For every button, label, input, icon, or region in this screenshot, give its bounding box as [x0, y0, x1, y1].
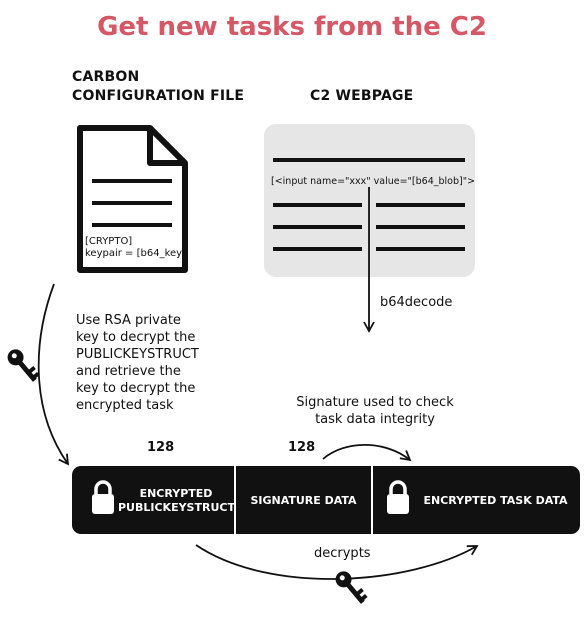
rsa-explanation-line: key to decrypt the [76, 330, 196, 345]
signature-note-line1: Signature used to check [296, 395, 454, 410]
lock-icon [92, 480, 114, 514]
file-content-line2: keypair = [b64_key] [85, 248, 186, 259]
b64decode-label: b64decode [380, 295, 453, 310]
key-icon [7, 349, 40, 382]
size-label-signature: 128 [288, 440, 316, 455]
signature-note-line2: task data integrity [315, 412, 435, 427]
file-content-line1: [CRYPTO] [85, 236, 133, 247]
segment-encrypted-publickeystruct: ENCRYPTED PUBLICKEYSTRUCT [118, 487, 235, 515]
rsa-explanation-line: Use RSA private [76, 313, 181, 328]
encrypted-blob-bar [72, 466, 580, 534]
segment-label-line2: PUBLICKEYSTRUCT [118, 501, 235, 514]
carbon-config-heading-line1: CARBON [72, 69, 140, 85]
rsa-explanation: Use RSA private key to decrypt the PUBLI… [76, 312, 199, 414]
segment-encrypted-task-data: ENCRYPTED TASK DATA [423, 494, 568, 507]
signature-note: Signature used to check task data integr… [280, 394, 470, 428]
diagram-title: Get new tasks from the C2 [97, 12, 487, 42]
config-file-icon [77, 125, 188, 273]
webpage-input-text: [<input name="xxx" value="[b64_blob]"> [271, 176, 476, 187]
file-content: [CRYPTO] keypair = [b64_key] [85, 236, 186, 260]
rsa-explanation-line: key to decrypt the [76, 381, 196, 396]
rsa-explanation-line: and retrieve the [76, 364, 181, 379]
decrypts-label: decrypts [314, 546, 371, 561]
rsa-explanation-line: PUBLICKEYSTRUCT [76, 347, 199, 362]
key-icon [335, 571, 368, 604]
segment-signature-data: SIGNATURE DATA [250, 494, 357, 507]
signature-check-arrow [322, 444, 412, 462]
size-label-publickeystruct: 128 [147, 440, 175, 455]
lock-icon [387, 480, 409, 514]
c2-webpage-heading: C2 WEBPAGE [310, 88, 414, 104]
rsa-decrypt-arrow [37, 283, 70, 466]
rsa-explanation-line: encrypted task [76, 398, 174, 413]
carbon-config-heading-line2: CONFIGURATION FILE [72, 88, 245, 104]
segment-label-line1: ENCRYPTED [139, 487, 213, 500]
carbon-config-heading: CARBON CONFIGURATION FILE [72, 68, 244, 106]
